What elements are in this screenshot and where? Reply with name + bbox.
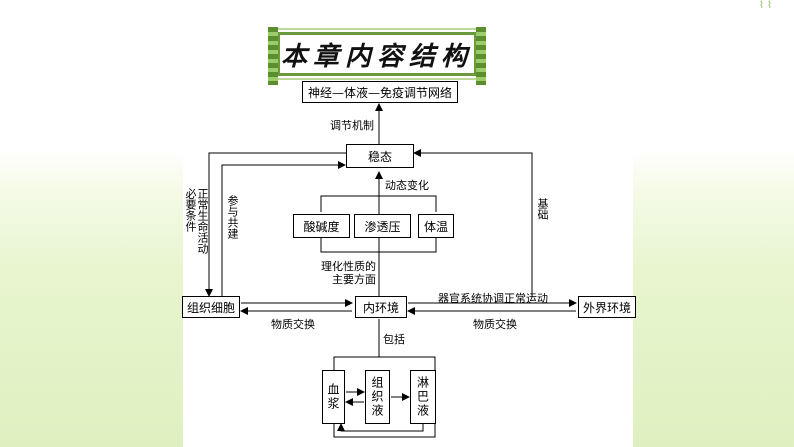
dynamic-change-label: 动态变化: [385, 179, 429, 192]
tissue-cell-label: 组织细胞: [186, 300, 235, 315]
basis-label: 基础: [536, 198, 549, 220]
network-label: 神经—体液—免疫调节网络: [307, 85, 452, 100]
tissue-cell-node: 组织细胞: [182, 296, 240, 318]
title-banner: 本章内容结构: [268, 27, 486, 85]
normal-life-label: 正常生命活动必要条件: [184, 188, 209, 254]
aspects-label: 理化性质的主要方面: [321, 260, 376, 286]
plasma-label: 血浆: [326, 383, 340, 411]
osmotic-node: 渗透压: [354, 214, 411, 238]
plasma-node: 血浆: [322, 370, 345, 424]
osmotic-label: 渗透压: [364, 219, 401, 234]
lymph-node: 淋巴液: [410, 370, 436, 424]
homeostasis-label: 稳态: [367, 149, 392, 164]
internal-env-node: 内环境: [355, 296, 407, 318]
organ-coordination-label: 器官系统协调正常运动: [438, 292, 548, 305]
page-title: 本章内容结构: [280, 41, 473, 72]
external-env-node: 外界环境: [578, 296, 636, 318]
exchange-right-label: 物质交换: [473, 318, 517, 331]
lymph-label: 淋巴液: [415, 376, 430, 418]
exchange-left-label: 物质交换: [271, 318, 315, 331]
ph-label: 酸碱度: [303, 219, 340, 234]
network-node: 神经—体液—免疫调节网络: [302, 81, 458, 103]
regulation-label: 调节机制: [330, 119, 374, 132]
temperature-label: 体温: [423, 219, 448, 234]
tissue-fluid-label: 组织液: [370, 376, 384, 418]
includes-label: 包括: [383, 333, 405, 346]
co-build-label: 参与共建: [226, 195, 239, 239]
temperature-node: 体温: [418, 214, 454, 238]
corner-decoration: ⌇ ⌇: [759, 0, 772, 11]
external-env-label: 外界环境: [582, 300, 631, 315]
tissue-fluid-node: 组织液: [365, 370, 390, 424]
internal-env-label: 内环境: [362, 300, 399, 315]
ph-node: 酸碱度: [293, 214, 350, 238]
homeostasis-node: 稳态: [346, 144, 414, 168]
